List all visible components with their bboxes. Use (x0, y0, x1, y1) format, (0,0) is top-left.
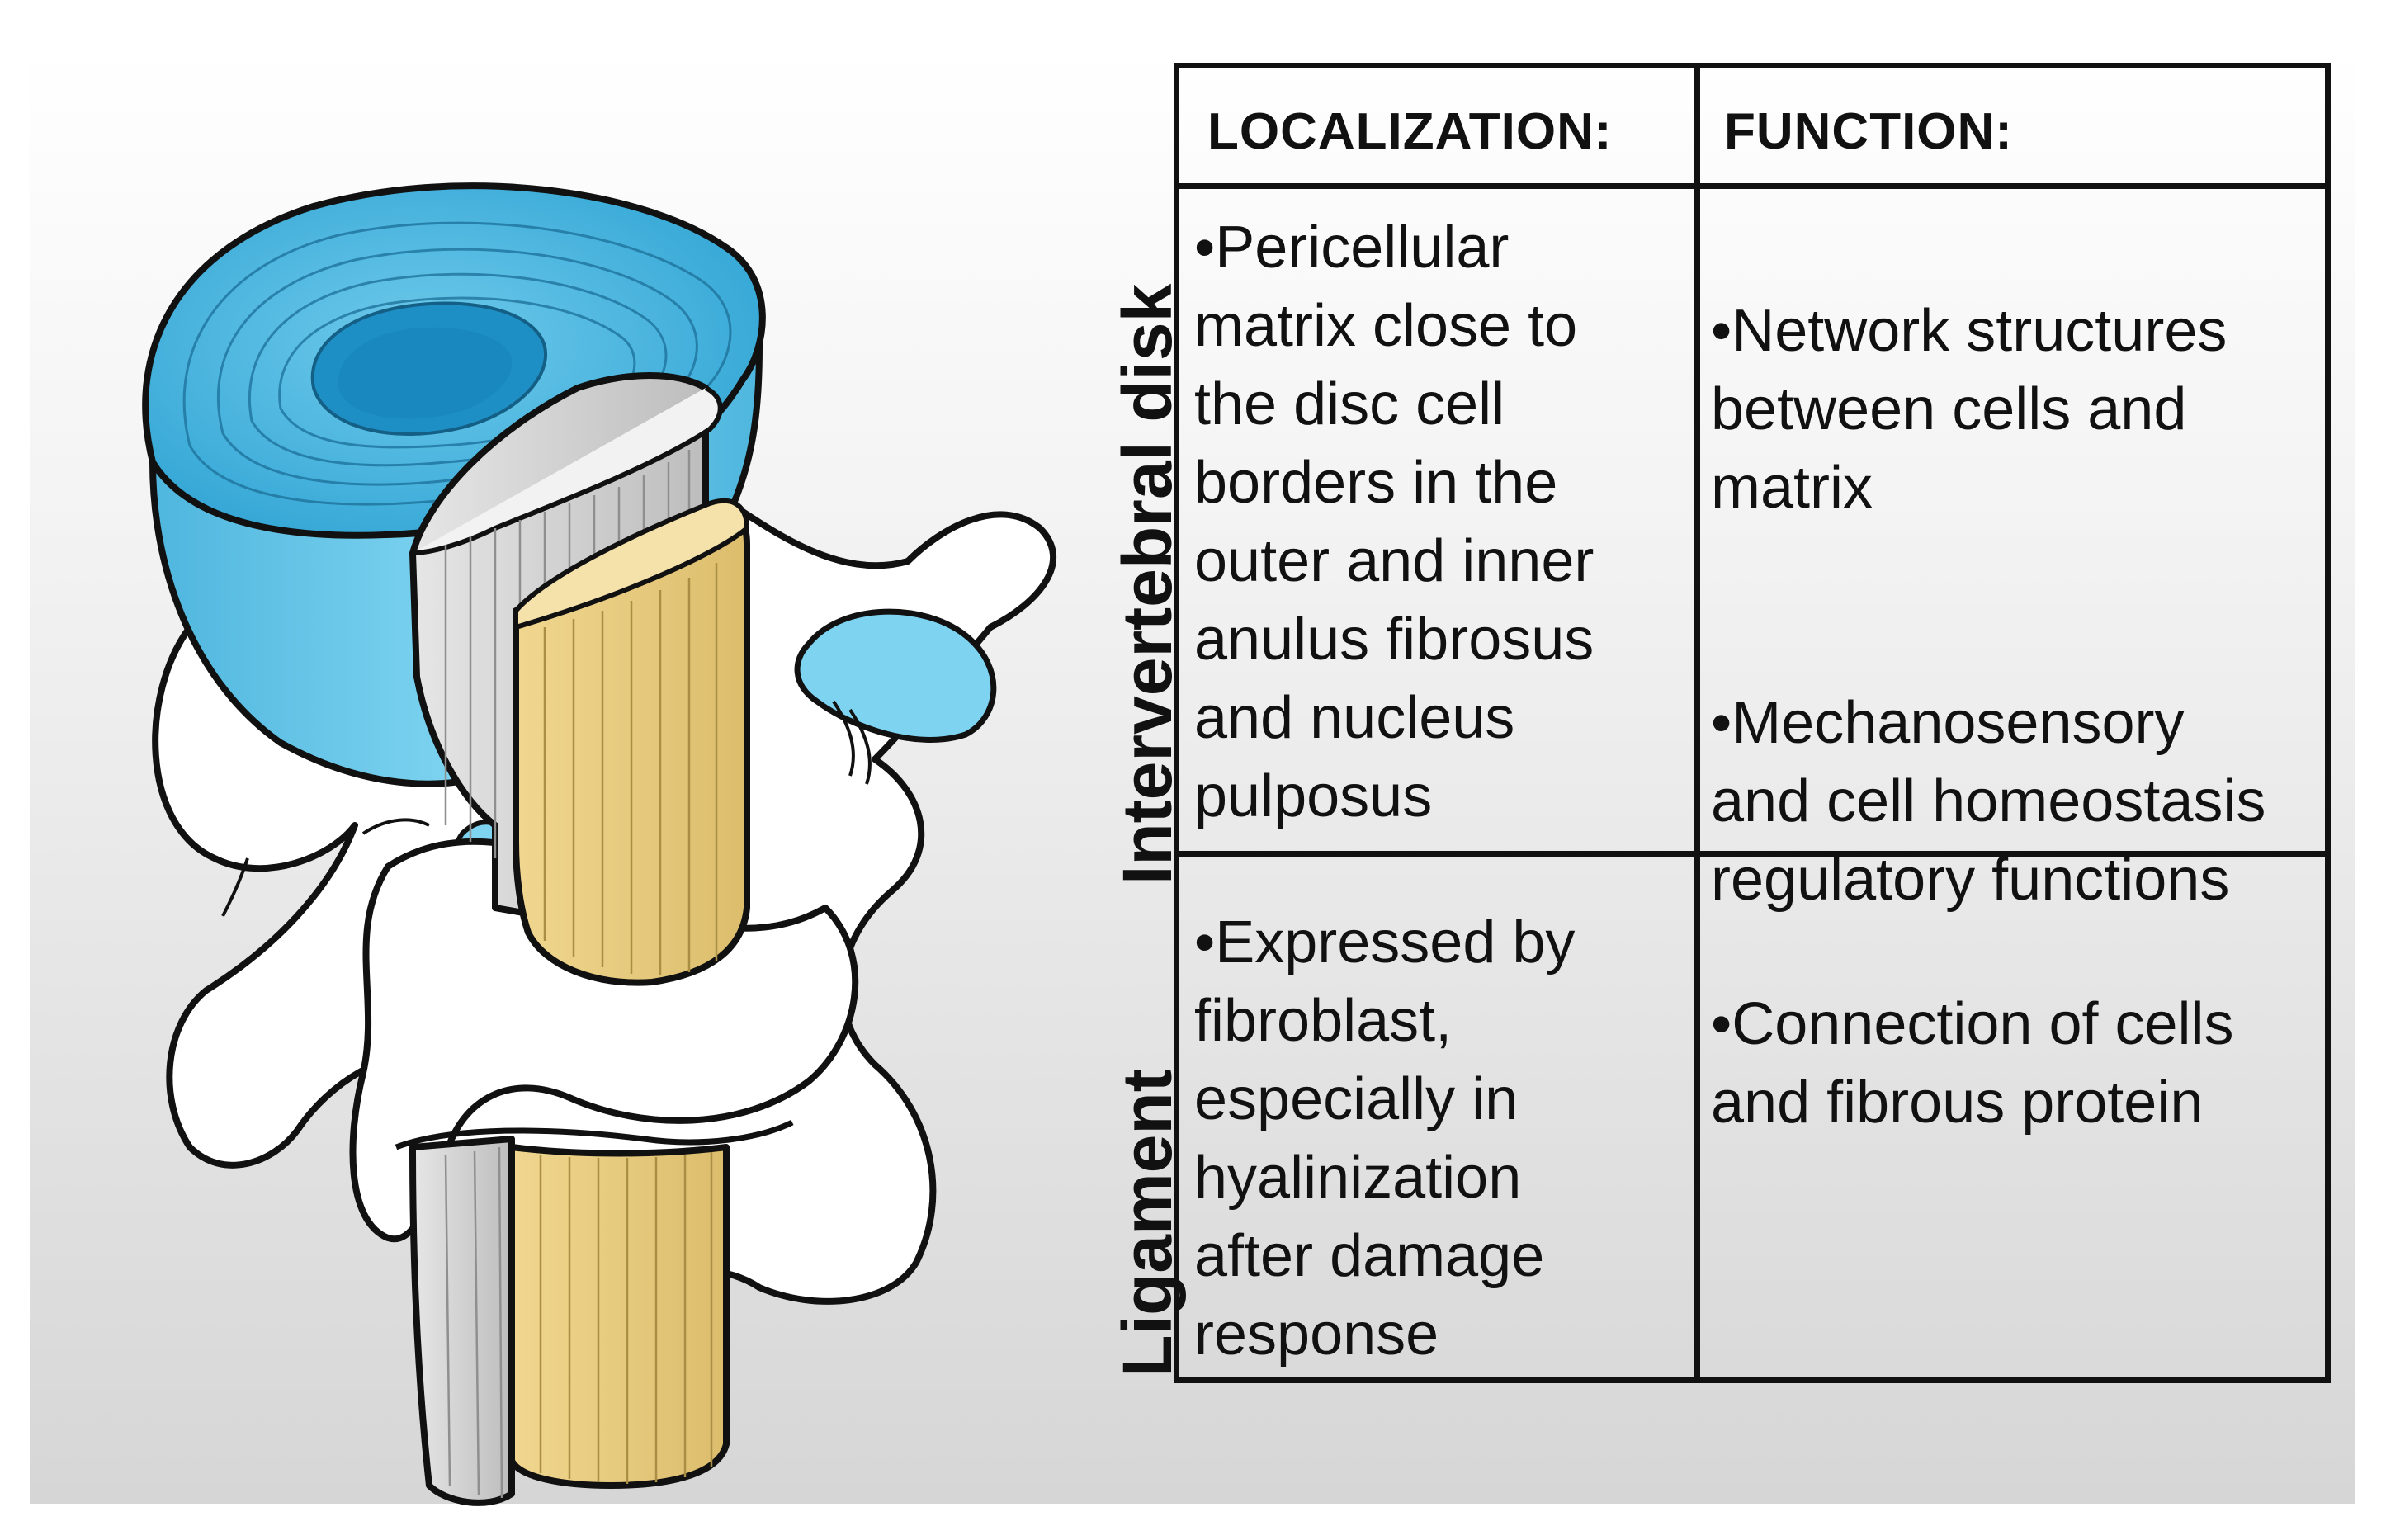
ligament-function-cell: •Connection of cells and fibrous protein (1711, 907, 2322, 1142)
column-divider (1694, 68, 1700, 1377)
row-divider (1179, 851, 2325, 857)
row-label-ligament: Ligament (1108, 1069, 1186, 1377)
ligament-function-item-1: •Connection of cells and fibrous protein (1711, 991, 2234, 1136)
disk-localization-cell: •Pericellular matrix close to the disc c… (1194, 215, 1595, 829)
info-table: LOCALIZATION: FUNCTION: •Pericellular ma… (1174, 63, 2331, 1383)
header-function: FUNCTION: (1724, 103, 2013, 160)
header-localization: LOCALIZATION: (1207, 103, 1613, 160)
disk-function-item-1: •Network structures between cells and ma… (1711, 298, 2228, 521)
disk-function-cell: •Network structures between cells and ma… (1711, 214, 2322, 919)
anterior-longitudinal-ligament (395, 498, 794, 1489)
header-divider (1179, 183, 2325, 189)
row-label-intervertebral-disk: Intervertebral disk (1108, 283, 1186, 885)
disk-function-item-2: •Mechanosensory and cell homeostasis reg… (1711, 690, 2266, 913)
ligament-localization-cell: •Expressed by fibroblast, especially in … (1194, 909, 1576, 1368)
